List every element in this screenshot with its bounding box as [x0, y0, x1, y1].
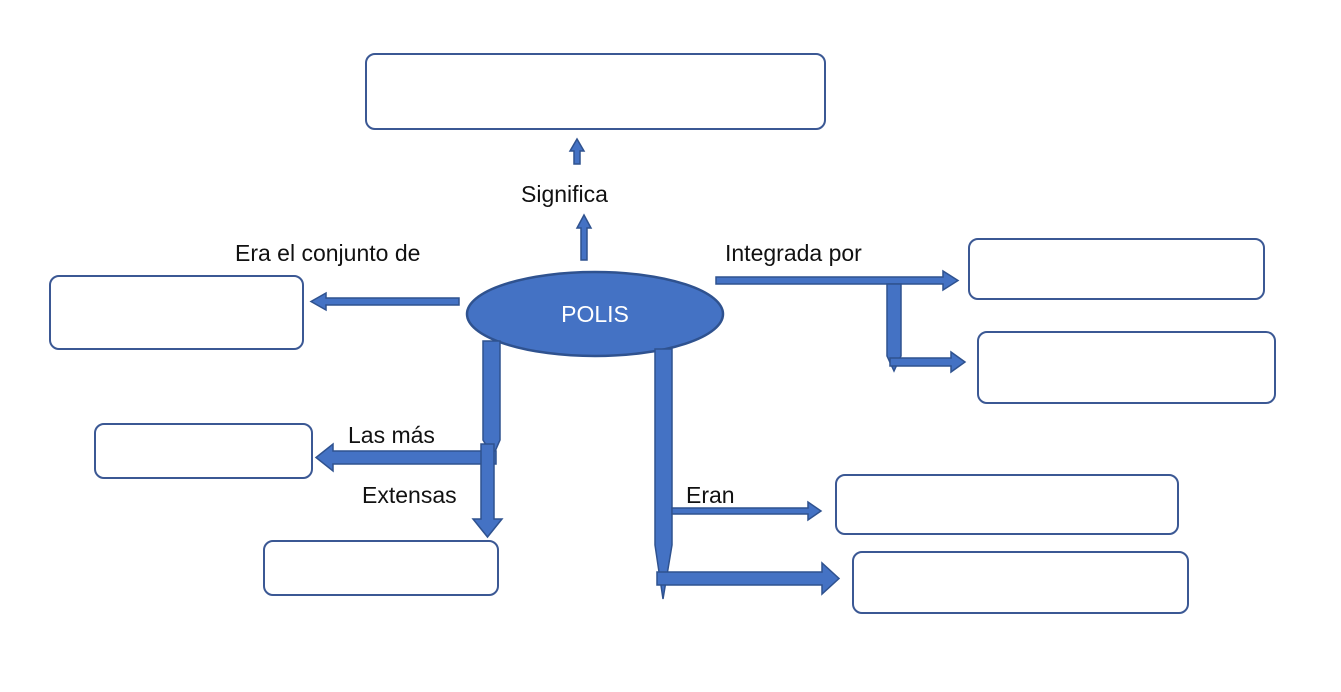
box-era-el-conjunto-de[interactable] — [49, 275, 304, 350]
box-significa[interactable] — [365, 53, 826, 130]
label-extensas: Extensas — [362, 482, 457, 508]
label-las-mas: Las más — [348, 422, 435, 448]
arrow-down-extensas — [471, 443, 504, 539]
label-eran: Eran — [686, 482, 735, 508]
polis-ellipse — [465, 270, 725, 358]
box-las-mas[interactable] — [94, 423, 313, 479]
arrow-left-las-mas — [314, 442, 497, 473]
label-significa: Significa — [521, 181, 608, 207]
box-extensas[interactable] — [263, 540, 499, 596]
arrow-up-lower — [575, 213, 593, 261]
arrow-right-integrada-1 — [715, 269, 960, 292]
box-eran-2[interactable] — [852, 551, 1189, 614]
arrow-right-integrada-2 — [889, 350, 967, 374]
trunk-right-vertical — [654, 348, 673, 600]
arrow-right-eran-2 — [656, 561, 841, 596]
trunk-left-vertical — [482, 340, 501, 458]
box-eran-1[interactable] — [835, 474, 1179, 535]
label-integrada-por: Integrada por — [725, 240, 862, 266]
label-era-el-conjunto-de: Era el conjunto de — [235, 240, 421, 266]
arrow-left-conjunto — [309, 291, 460, 312]
arrow-right-eran-1 — [671, 500, 823, 522]
box-integrada-por-1[interactable] — [968, 238, 1265, 300]
box-integrada-por-2[interactable] — [977, 331, 1276, 404]
arrow-up-upper — [568, 137, 586, 165]
